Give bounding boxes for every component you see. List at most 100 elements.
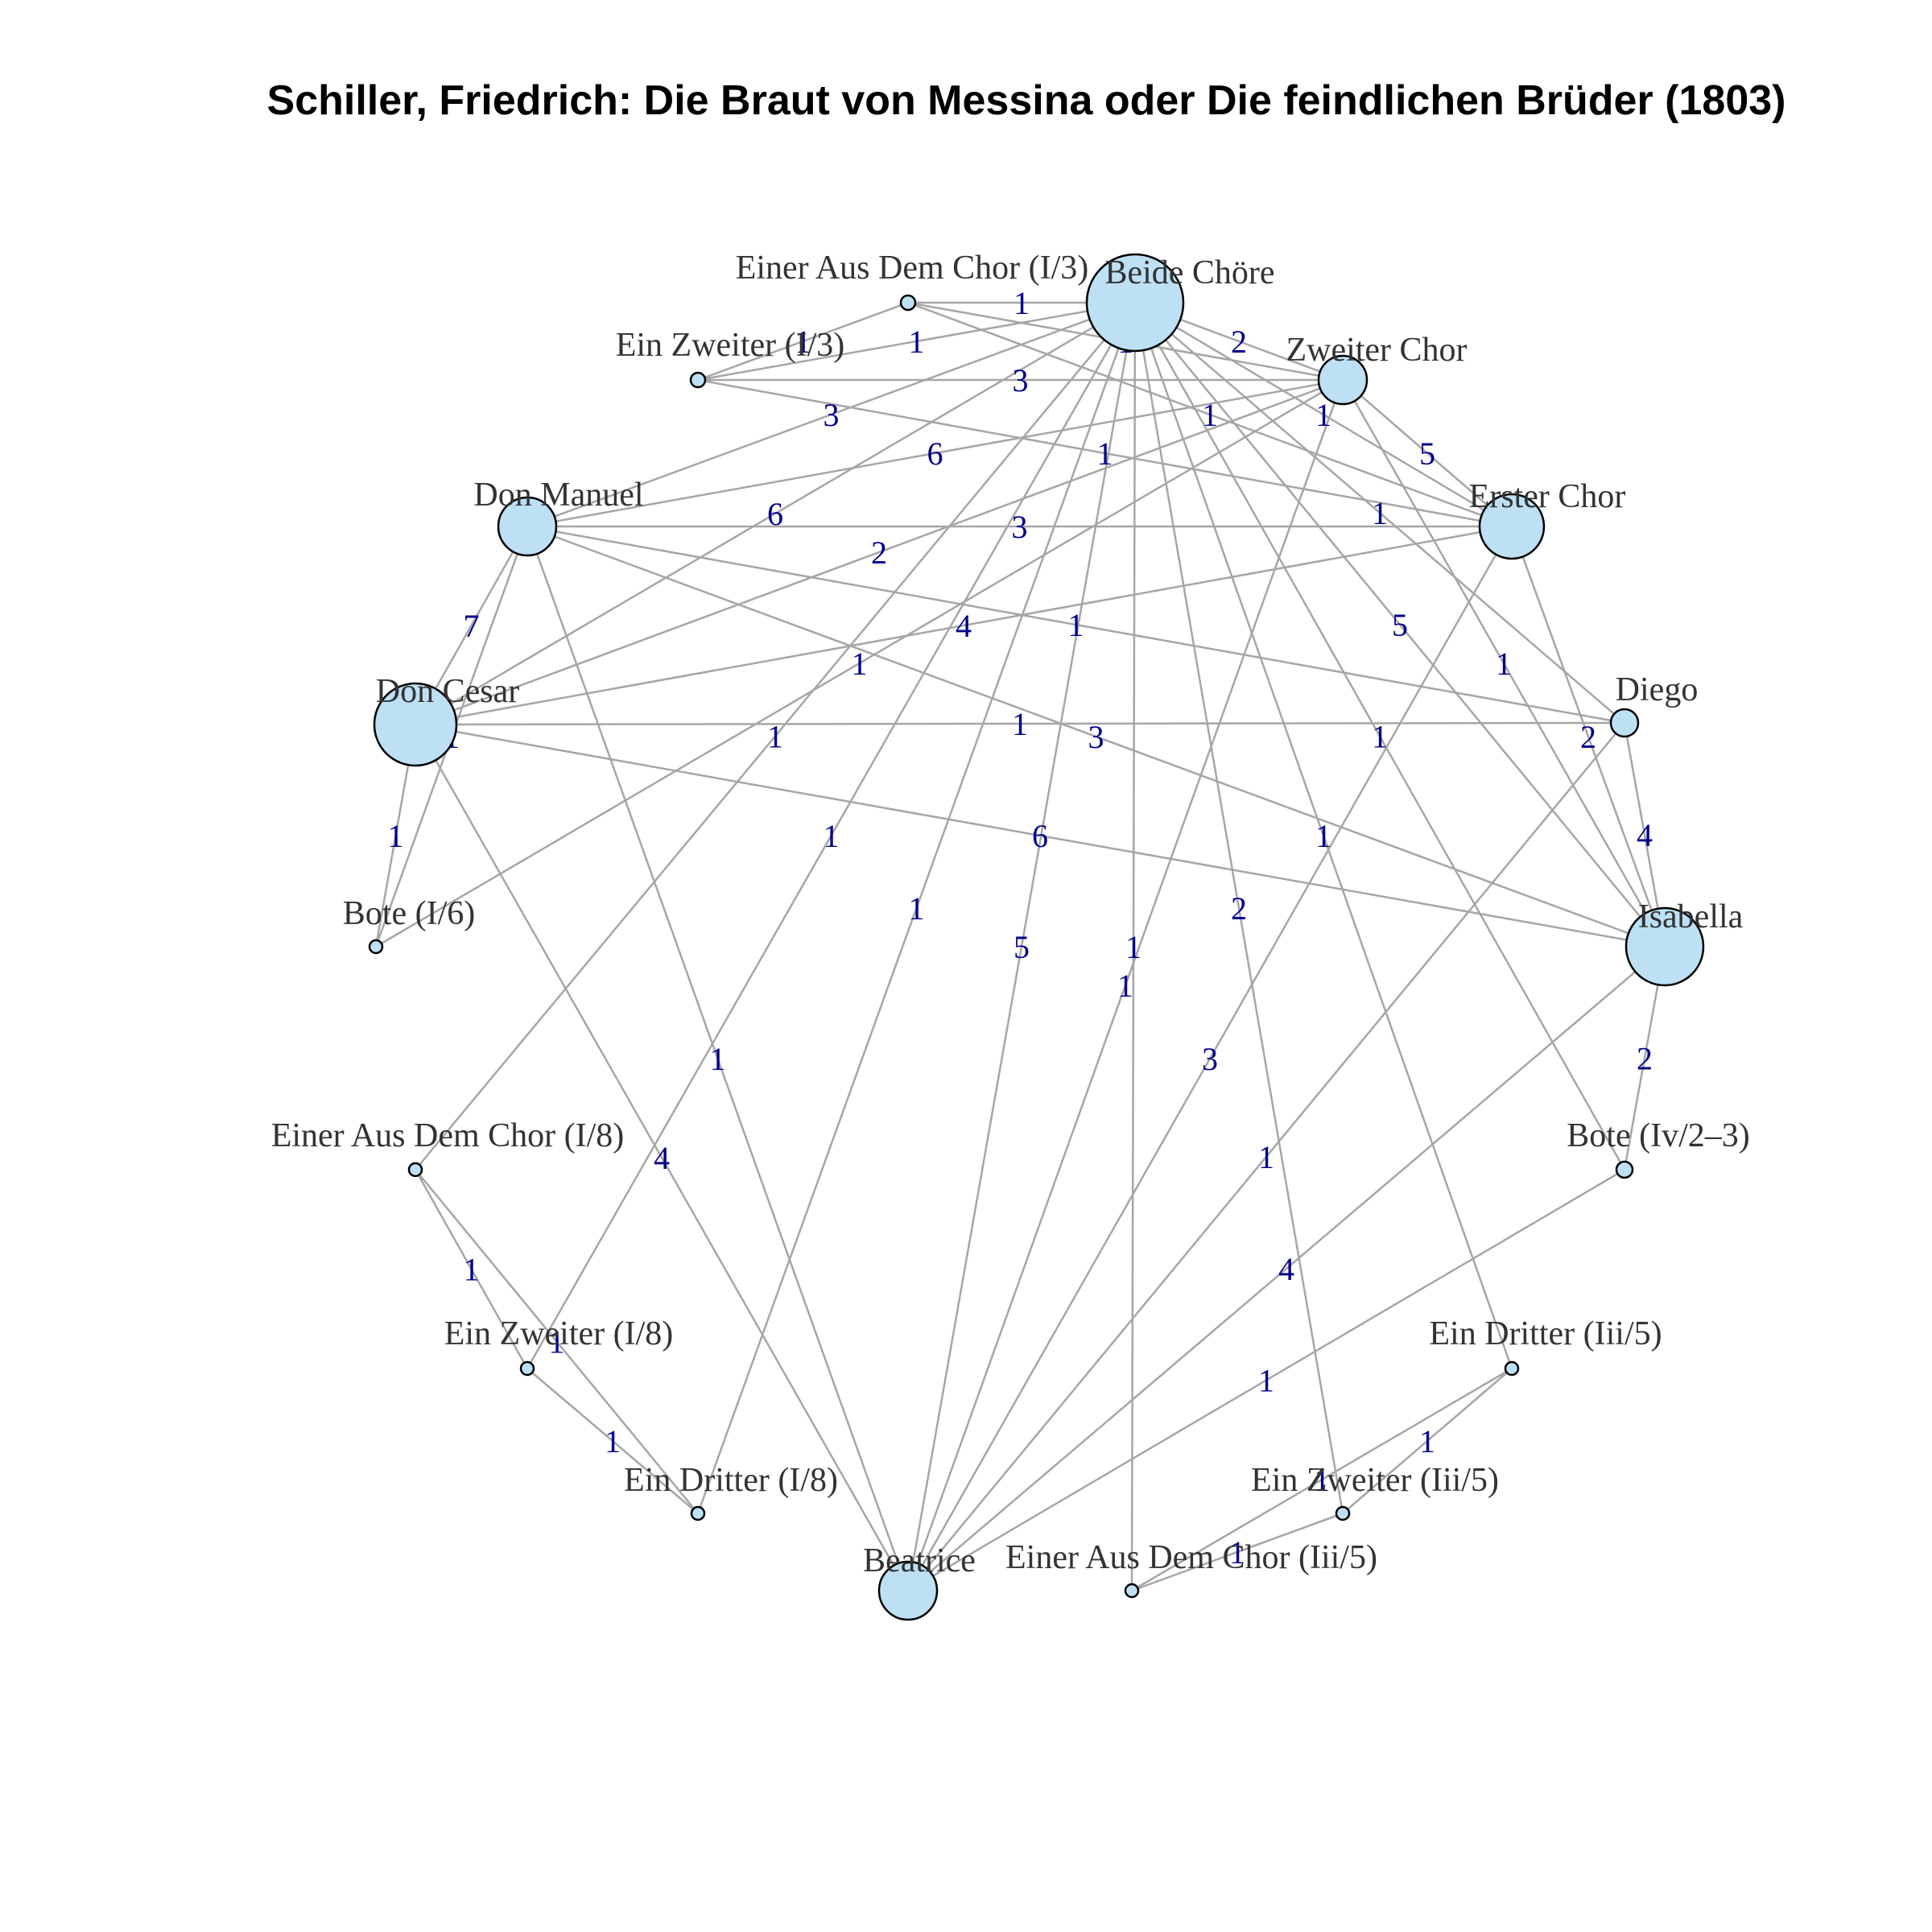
node-label-ein_zweiter_iii5: Ein Zweiter (Iii/5)	[1251, 1462, 1499, 1499]
edge-weight-label: 1	[464, 1252, 480, 1288]
edge-don_manuel-zweiter_chor	[526, 378, 1344, 528]
edge-ein_zweiter_iii5-ein_dritter_iii5	[1342, 1368, 1513, 1514]
node-label-diego: Diego	[1616, 671, 1699, 708]
edge-bote_iv-beatrice	[907, 1168, 1625, 1592]
edge-weight-label: 1	[1314, 1462, 1330, 1498]
node-erster_chor[interactable]	[1478, 493, 1546, 560]
edge-weight-label: 3	[1012, 509, 1028, 545]
node-bote_i6[interactable]	[368, 939, 384, 955]
edge-weight-label: 6	[927, 436, 943, 472]
node-label-ein_zweiter_i8: Ein Zweiter (I/8)	[444, 1315, 674, 1352]
node-label-bote_i6: Bote (I/6)	[343, 895, 475, 932]
node-don_cesar[interactable]	[373, 682, 458, 767]
node-ein_zweiter_iii5[interactable]	[1335, 1505, 1351, 1521]
edge-weight-label: 1	[852, 646, 868, 682]
node-beatrice[interactable]	[877, 1560, 939, 1621]
edge-don_cesar-isabella	[415, 723, 1666, 948]
node-einer_chor_i3[interactable]	[899, 294, 917, 312]
edge-weight-label: 5	[1013, 929, 1030, 965]
edge-weight-label: 1	[1117, 968, 1133, 1004]
edge-beide_choere-ein_zweiter_i8	[526, 302, 1137, 1369]
edges-layer	[374, 301, 1666, 1592]
node-label-einer_chor_i3: Einer Aus Dem Chor (I/3)	[736, 250, 1089, 287]
node-label-erster_chor: Erster Chor	[1469, 478, 1626, 515]
edge-weight-label: 6	[767, 496, 783, 532]
edge-weight-label: 7	[464, 608, 480, 644]
edge-labels-layer: 1111131362151111151216371311241614511123…	[388, 285, 1653, 1571]
edge-beide_choere-ein_zweiter_iii5	[1133, 302, 1344, 1514]
edge-zweiter_chor-beatrice	[906, 379, 1344, 1591]
node-label-isabella: Isabella	[1638, 898, 1744, 935]
node-ein_zweiter_i3[interactable]	[689, 371, 707, 389]
node-label-beatrice: Beatrice	[863, 1542, 976, 1579]
edge-weight-label: 1	[1125, 929, 1141, 965]
node-don_manuel[interactable]	[497, 496, 558, 557]
edge-erster_chor-isabella	[1510, 526, 1666, 947]
diagram-title: Schiller, Friedrich: Die Braut von Messi…	[267, 77, 1786, 124]
edge-beide_choere-einer_chor_iii5	[1130, 302, 1137, 1591]
node-label-zweiter_chor: Zweiter Chor	[1286, 332, 1467, 369]
edge-weight-label: 1	[1372, 719, 1388, 755]
node-ein_zweiter_i8[interactable]	[519, 1360, 535, 1377]
edge-weight-label: 3	[824, 397, 840, 433]
edge-don_manuel-isabella	[526, 525, 1666, 948]
edge-ein_zweiter_i3-erster_chor	[697, 378, 1513, 528]
edge-diego-beatrice	[907, 722, 1625, 1591]
node-ein_dritter_iii5[interactable]	[1504, 1360, 1520, 1377]
edge-erster_chor-beatrice	[906, 526, 1513, 1591]
node-bote_iv[interactable]	[1615, 1160, 1634, 1179]
edge-weight-label: 3	[1088, 719, 1104, 755]
node-label-don_cesar: Don Cesar	[376, 673, 519, 710]
edge-weight-label: 1	[1258, 1363, 1274, 1399]
edge-weight-label: 1	[1012, 706, 1028, 742]
node-label-bote_iv: Bote (Iv/2–3)	[1567, 1117, 1749, 1154]
edge-weight-label: 1	[549, 1324, 565, 1360]
edge-ein_zweiter_i8-ein_dritter_i8	[526, 1368, 699, 1514]
edge-einer_chor_iii5-ein_dritter_iii5	[1131, 1367, 1513, 1592]
edge-weight-label: 1	[909, 324, 925, 360]
edge-weight-label: 2	[1580, 719, 1596, 755]
edge-don_manuel-diego	[526, 525, 1625, 724]
edge-beide_choere-bote_iv	[1133, 302, 1626, 1170]
node-beide_choere[interactable]	[1085, 253, 1185, 353]
edge-beide_choere-don_manuel	[526, 301, 1136, 528]
node-isabella[interactable]	[1624, 906, 1705, 987]
edge-weight-label: 2	[1231, 890, 1247, 927]
edge-beide_choere-erster_chor	[1134, 301, 1513, 528]
edge-weight-label: 4	[654, 1140, 670, 1176]
edge-beide_choere-isabella	[1134, 302, 1666, 947]
edge-weight-label: 1	[710, 1041, 726, 1077]
edge-weight-label: 5	[1419, 436, 1435, 472]
edge-beide_choere-ein_dritter_iii5	[1133, 302, 1513, 1369]
node-ein_dritter_i8[interactable]	[690, 1505, 706, 1521]
edge-weight-label: 4	[956, 608, 972, 644]
edge-einer_chor_i3-ein_zweiter_i3	[697, 301, 909, 382]
edge-isabella-beatrice	[907, 946, 1666, 1591]
edge-beide_choere-beatrice	[906, 302, 1137, 1591]
edge-weight-label: 1	[1229, 1534, 1245, 1571]
edge-don_manuel-beatrice	[526, 526, 910, 1591]
edge-weight-label: 1	[1013, 285, 1030, 321]
edge-einer_chor_iii5-ein_zweiter_iii5	[1131, 1512, 1344, 1592]
node-einer_chor_iii5[interactable]	[1124, 1583, 1140, 1599]
edge-weight-label: 5	[1392, 607, 1408, 643]
edge-einer_chor_i8-ein_zweiter_i8	[414, 1169, 529, 1369]
edge-beide_choere-einer_chor_i8	[415, 302, 1136, 1170]
edge-weight-label: 1	[388, 818, 404, 854]
edge-weight-label: 1	[1258, 1139, 1274, 1175]
node-einer_chor_i8[interactable]	[407, 1162, 423, 1178]
edge-don_cesar-zweiter_chor	[415, 378, 1344, 726]
edge-weight-label: 2	[1637, 1041, 1653, 1077]
edge-weight-label: 6	[1032, 818, 1048, 854]
edge-beide_choere-diego	[1134, 302, 1625, 724]
node-label-beide_choere: Beide Chöre	[1104, 254, 1274, 291]
node-label-ein_zweiter_i3: Ein Zweiter (I/3)	[616, 327, 845, 364]
edge-zweiter_chor-erster_chor	[1342, 379, 1513, 527]
node-zweiter_chor[interactable]	[1317, 354, 1368, 406]
node-diego[interactable]	[1609, 708, 1640, 738]
edge-weight-label: 2	[871, 535, 887, 571]
edge-zweiter_chor-bote_i6	[375, 378, 1344, 948]
edge-weight-label: 4	[1637, 817, 1653, 853]
edge-don_cesar-beatrice	[414, 724, 910, 1591]
